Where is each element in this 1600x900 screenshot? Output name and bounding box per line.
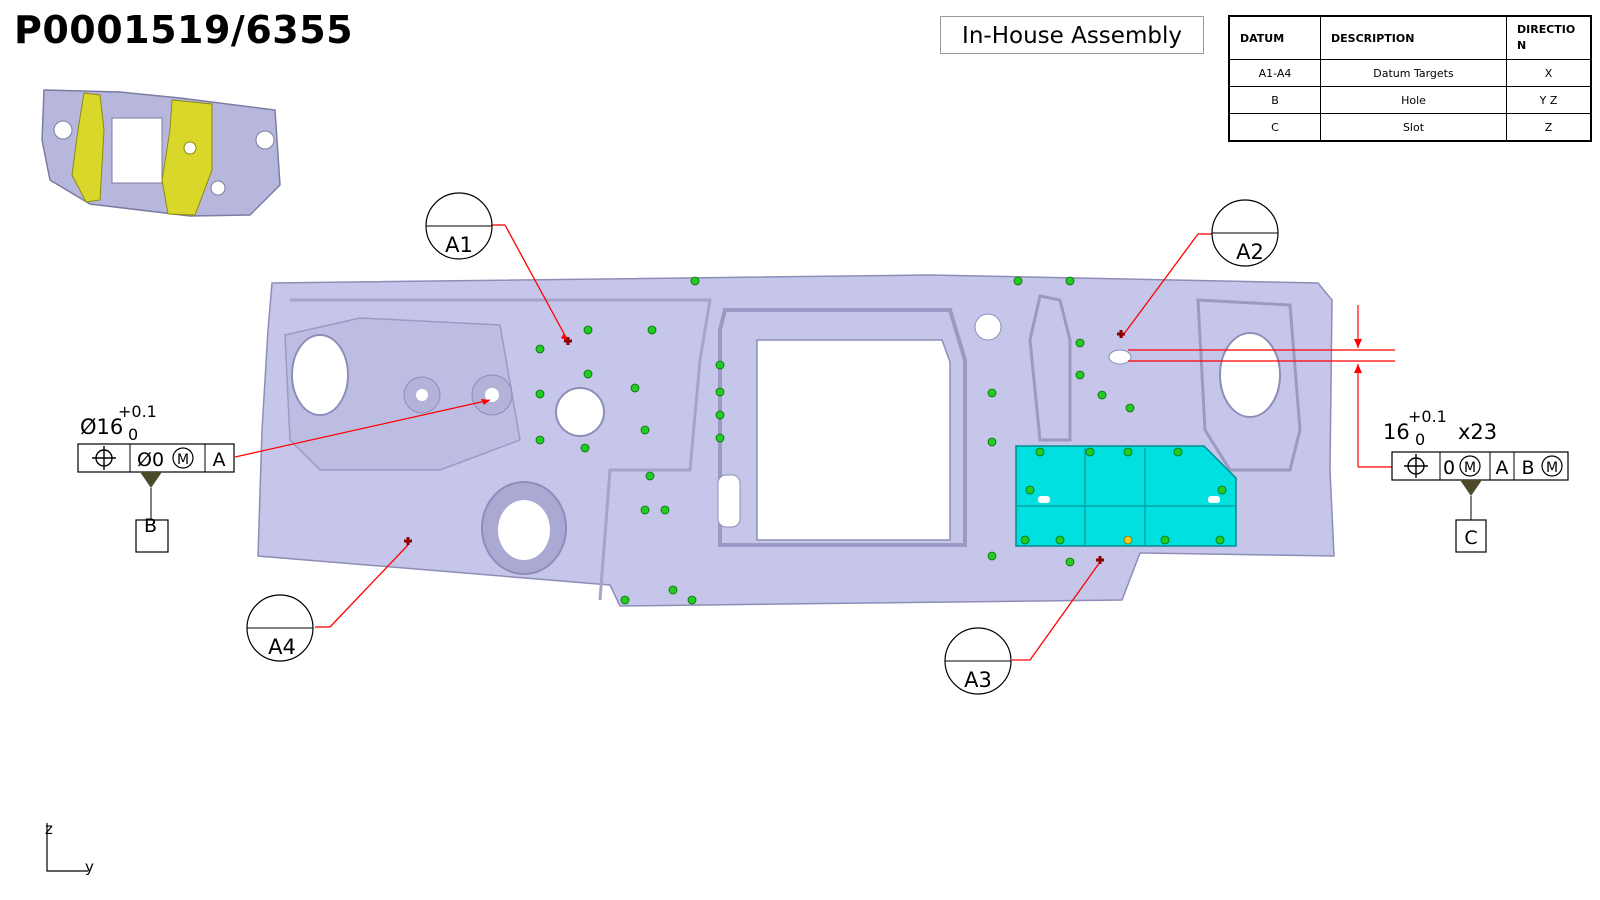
axis-z-label: z xyxy=(45,820,53,838)
datum-label-a1: A1 xyxy=(445,233,473,257)
callout-b-tolerance: Ø0 xyxy=(137,449,164,471)
callout-b-size: Ø16 xyxy=(80,415,123,439)
datum-target-a2: A2 xyxy=(1117,199,1279,339)
description-header: DESCRIPTION xyxy=(1320,15,1507,60)
callout-c-tol-upper: +0.1 xyxy=(1408,407,1447,426)
position-symbol-icon xyxy=(92,446,116,470)
assembly-thumbnail xyxy=(41,89,281,217)
description-cell: Datum Targets xyxy=(1320,59,1507,87)
datum-cell: B xyxy=(1228,86,1321,114)
callout-b: Ø16 +0.1 0 Ø0 M A B xyxy=(77,399,491,553)
datum-table: DATUM DESCRIPTION DIRECTIO N A1-A4 Datum… xyxy=(1228,15,1592,142)
datum-cell: A1-A4 xyxy=(1228,59,1321,87)
datum-target-a3: A3 xyxy=(944,556,1104,695)
datum-label-a3: A3 xyxy=(964,668,992,692)
datum-target-cross-icon xyxy=(1096,556,1104,564)
direction-cell: Z xyxy=(1506,113,1592,142)
callout-c-datum-ref-a: A xyxy=(1496,457,1509,479)
datum-label-a4: A4 xyxy=(268,635,296,659)
position-symbol-icon xyxy=(1404,454,1428,478)
datum-target-cross-icon xyxy=(404,537,412,545)
datum-header: DATUM xyxy=(1228,15,1321,60)
callout-c-datum-ref-b: B xyxy=(1521,457,1534,479)
description-cell: Hole xyxy=(1320,86,1507,114)
axis-y-label: y xyxy=(85,858,94,876)
datum-table-header-row: DATUM DESCRIPTION DIRECTIO N xyxy=(1228,15,1592,60)
datum-target-cross-icon xyxy=(1117,330,1125,338)
max-material-condition-icon: M xyxy=(172,447,194,469)
datum-target-a4: A4 xyxy=(246,537,412,662)
callout-c-tolerance: 0 xyxy=(1443,457,1455,479)
datum-target-cross-icon xyxy=(564,337,572,345)
datum-cell: C xyxy=(1228,113,1321,142)
svg-text:M: M xyxy=(1546,460,1558,476)
description-cell: Slot xyxy=(1320,113,1507,142)
callout-c-length: x23 xyxy=(1458,420,1497,444)
callout-c-size: 16 xyxy=(1383,420,1410,444)
datum-b-label: B xyxy=(144,515,157,537)
panel-drawing xyxy=(257,274,1335,607)
datum-target-a1: A1 xyxy=(425,192,572,345)
callout-b-datum-ref: A xyxy=(213,449,226,471)
callout-c-tol-lower: 0 xyxy=(1415,430,1425,449)
hole-dots xyxy=(535,276,1227,605)
axis-triad: z y xyxy=(45,820,94,876)
datum-triangle-icon xyxy=(1460,480,1482,496)
datum-label-a2: A2 xyxy=(1236,240,1264,264)
svg-text:M: M xyxy=(1464,460,1476,476)
datum-triangle-icon xyxy=(140,472,162,488)
callout-b-tol-lower: 0 xyxy=(128,425,138,444)
callout-c: 16 +0.1 0 x23 0 M A B M C xyxy=(1128,305,1569,553)
direction-header: DIRECTIO N xyxy=(1506,15,1592,60)
datum-row: B Hole Y Z xyxy=(1228,86,1592,114)
datum-c-label: C xyxy=(1464,527,1477,549)
svg-text:M: M xyxy=(177,452,189,468)
datum-row: A1-A4 Datum Targets X xyxy=(1228,59,1592,87)
direction-cell: Y Z xyxy=(1506,86,1592,114)
callout-b-tol-upper: +0.1 xyxy=(118,402,157,421)
datum-row: C Slot Z xyxy=(1228,113,1592,142)
part-number-title: P0001519/6355 xyxy=(14,8,354,52)
max-material-condition-icon: M xyxy=(1459,455,1481,477)
direction-cell: X xyxy=(1506,59,1592,87)
assembly-type-box: In-House Assembly xyxy=(940,16,1204,54)
max-material-condition-icon: M xyxy=(1541,455,1563,477)
